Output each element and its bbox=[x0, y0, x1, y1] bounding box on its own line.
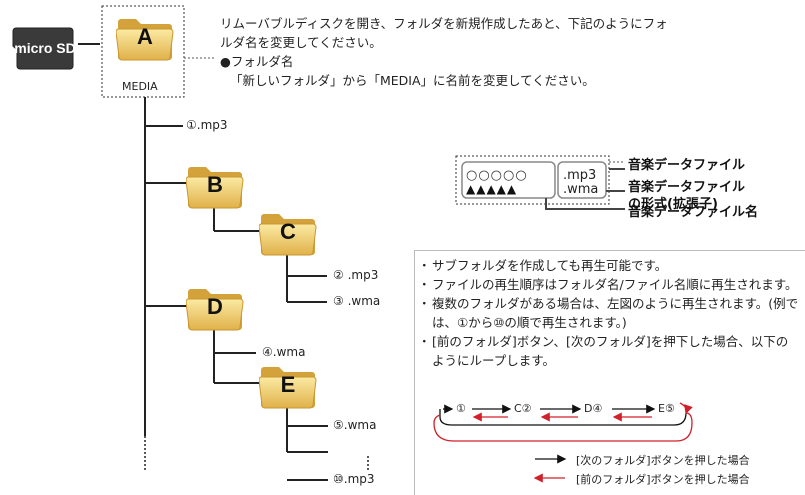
notes-box-border bbox=[414, 250, 805, 495]
instruction-heading: ●フォルダ名 bbox=[220, 54, 294, 69]
note-item: サブフォルダを作成しても再生可能です。 bbox=[418, 256, 800, 275]
folder-c-letter: C bbox=[280, 219, 296, 244]
loop-node-e5: E⑤ bbox=[658, 402, 675, 415]
legend-label-name: 音楽データファイル名 bbox=[628, 205, 759, 220]
file-5-label: ⑤.wma bbox=[333, 418, 377, 432]
loop-node-1: ① bbox=[456, 402, 466, 415]
folder-b-letter: B bbox=[207, 172, 223, 197]
note-item: ファイルの再生順序はフォルダ名/ファイル名順に再生されます。 bbox=[418, 275, 800, 294]
legend-label-format-1: 音楽データファイル bbox=[628, 180, 746, 195]
folder-e-icon: E bbox=[259, 358, 317, 410]
instructions: リムーバブルディスクを開き、フォルダを新規作成したあと、下記のようにフォ ルダ名… bbox=[220, 14, 800, 90]
loop-node-c2: C② bbox=[514, 402, 532, 415]
file-10-label: ⑩.mp3 bbox=[333, 472, 375, 486]
file-1-label: ①.mp3 bbox=[186, 118, 228, 132]
file-3-label: ③ .wma bbox=[333, 294, 381, 308]
folder-a-letter: A bbox=[137, 24, 153, 49]
folder-d-icon: D bbox=[186, 280, 244, 332]
folder-b-icon: B bbox=[186, 158, 244, 210]
legend-name-symbols: ○○○○○ bbox=[466, 168, 528, 183]
note-item: [前のフォルダ]ボタン、[次のフォルダ]を押下した場合、以下のようにループします… bbox=[418, 332, 800, 370]
loop-node-d4: D④ bbox=[584, 402, 603, 415]
legend-label-format-2: の形式(拡張子) bbox=[628, 197, 718, 212]
notes-box: サブフォルダを作成しても再生可能です。 ファイルの再生順序はフォルダ名/ファイル… bbox=[418, 256, 800, 370]
instruction-line-1: リムーバブルディスクを開き、フォルダを新規作成したあと、下記のようにフォ bbox=[220, 16, 668, 31]
folder-a-name: MEDIA bbox=[122, 80, 158, 93]
legend-fmt-symbols: ▲▲▲▲▲ bbox=[466, 182, 518, 196]
loop-next-label: [次のフォルダ]ボタンを押した場合 bbox=[576, 454, 750, 467]
folder-c-icon: C bbox=[259, 205, 317, 257]
legend-name-ext: .mp3 bbox=[563, 168, 597, 183]
note-item: 複数のフォルダがある場合は、左図のように再生されます。(例では、①から⑩の順で再… bbox=[418, 294, 800, 332]
folder-d-letter: D bbox=[207, 294, 223, 319]
file-2-label: ② .mp3 bbox=[333, 268, 379, 282]
loop-prev-label: [前のフォルダ]ボタンを押した場合 bbox=[576, 473, 750, 486]
instruction-detail: 「新しいフォルダ」から「MEDIA」に名前を変更してください。 bbox=[230, 73, 595, 88]
file-4-label: ④.wma bbox=[262, 345, 306, 359]
microsd-card-icon: micro SD bbox=[12, 27, 74, 70]
sd-card-label: micro SD bbox=[14, 40, 74, 56]
legend-label-file: 音楽データファイル bbox=[628, 158, 746, 173]
legend-fmt-ext: .wma bbox=[563, 182, 599, 197]
instruction-line-2: ルダ名を変更してください。 bbox=[220, 35, 382, 50]
folder-a-icon: A bbox=[116, 10, 174, 62]
folder-e-letter: E bbox=[280, 372, 296, 397]
